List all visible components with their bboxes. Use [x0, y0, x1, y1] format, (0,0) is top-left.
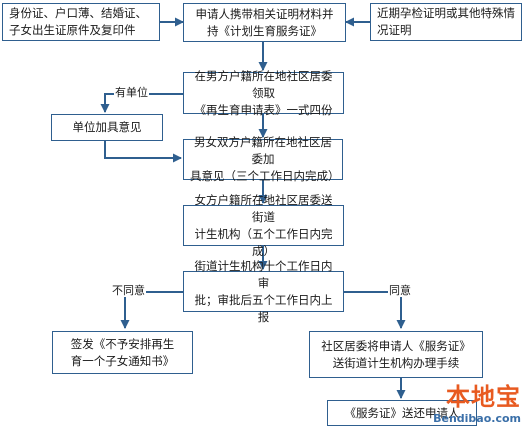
node-male-community: 在男方户籍所在地社区居委领取 《再生育申请表》一式四份 [183, 69, 344, 117]
node-street-review: 街道计生机构十个工作日内审 批；审批后五个工作日内上报 [183, 259, 344, 324]
label-disagree: 不同意 [111, 284, 146, 297]
watermark-brand: 本地宝 [446, 383, 521, 411]
watermark-logo: 本地宝 Bendibao.com [417, 375, 521, 427]
edge-street-disagree [120, 291, 183, 329]
edge-street-agree [344, 291, 406, 329]
label-agree: 同意 [388, 284, 412, 297]
node-certificate-return: 《服务证》送还申请人 [327, 400, 477, 426]
node-agree-handle: 社区居委将申请人《服务证》 送街道计生机构办理手续 [309, 331, 483, 378]
node-documents: 身份证、户口薄、结婚证、 子女出生证原件及复印件 [2, 3, 160, 41]
watermark-url: Bendibao.com [433, 412, 521, 425]
node-apply: 申请人携带相关证明材料并 持《计划生育服务证》 [183, 3, 346, 42]
node-both-opinion: 男女双方户籍所在地社区居委加 具意见（三个工作日内完成） [183, 135, 343, 183]
label-has-unit: 有单位 [114, 86, 149, 99]
edge-male-unit [100, 93, 183, 113]
node-pregnancy-proof: 近期孕检证明或其他特殊情 况证明 [370, 3, 522, 41]
node-female-community: 女方户籍所在地社区居委送街道 计生机构（五个工作日内完成） [183, 193, 344, 258]
node-disagree-notice: 签发《不予安排再生 育一个子女通知书》 [52, 331, 193, 374]
node-unit-opinion: 单位加具意见 [51, 114, 163, 141]
edge-unit-both [104, 140, 182, 163]
